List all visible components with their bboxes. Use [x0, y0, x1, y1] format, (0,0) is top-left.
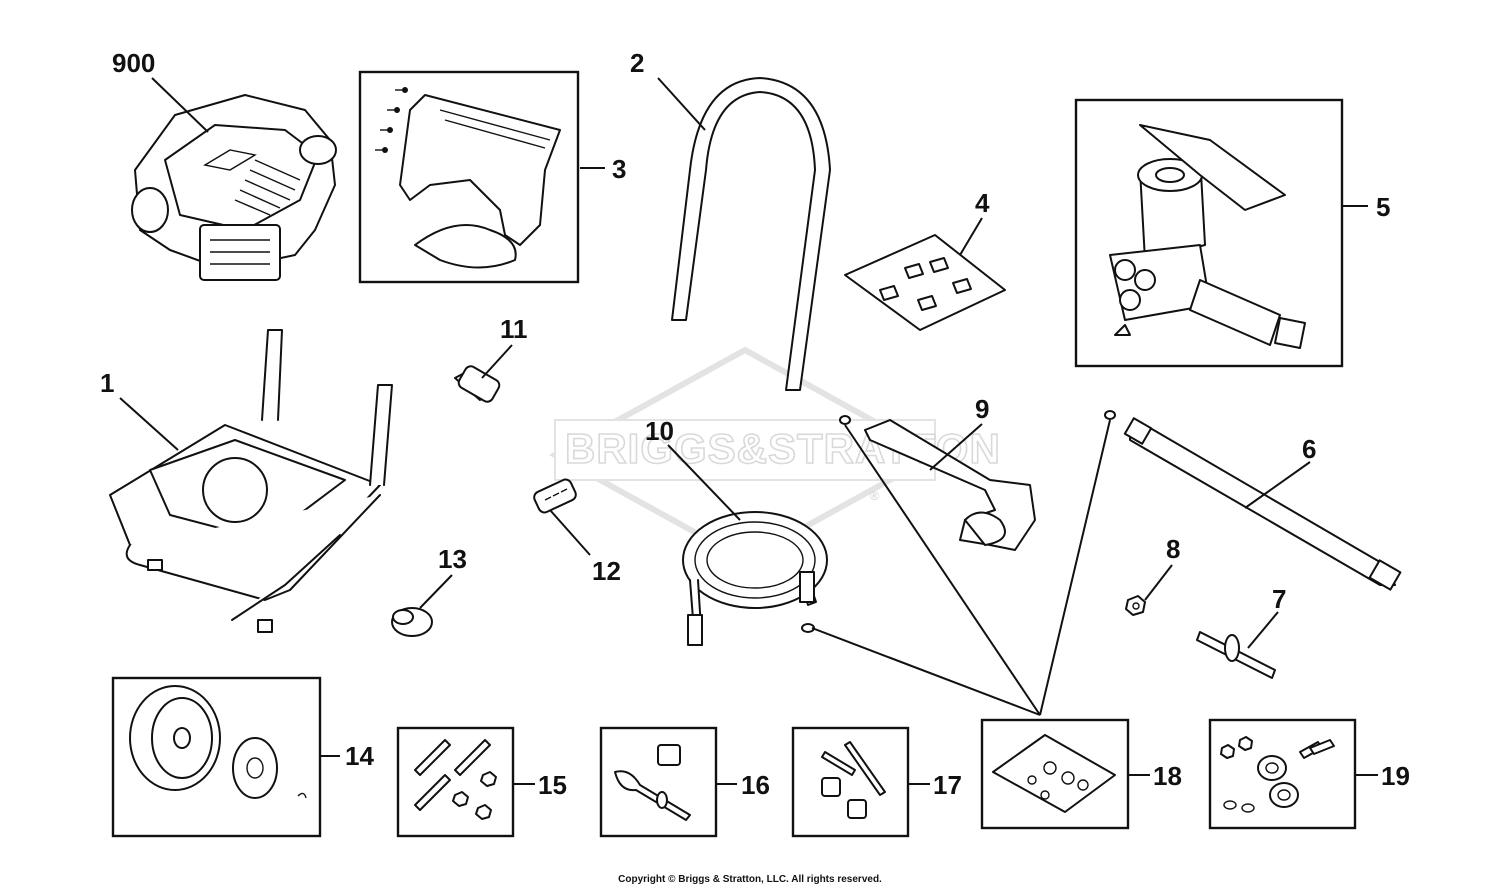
callout-9: 9	[975, 394, 989, 424]
part-15-bolts	[414, 739, 497, 820]
part-3-box	[358, 70, 580, 284]
part-17-box	[791, 726, 910, 838]
part-9-gun	[839, 415, 1036, 551]
part-19-bearings	[1220, 736, 1335, 813]
part-14-box	[111, 676, 322, 838]
copyright-text: Copyright © Briggs & Stratton, LLC. All …	[618, 874, 882, 885]
part-18-kit	[992, 734, 1116, 813]
callout-10: 10	[645, 416, 674, 446]
callout-900: 900	[112, 48, 155, 78]
part-6-lance	[1104, 410, 1402, 591]
part-1-frame	[109, 329, 393, 633]
part-4-nozzles	[844, 234, 1006, 331]
part-5-pump	[1109, 124, 1306, 349]
part-900-engine	[131, 94, 337, 281]
part-17-hardware	[821, 741, 886, 819]
leader-lines	[119, 77, 1378, 785]
callout-7: 7	[1272, 584, 1286, 614]
part-19-box	[1208, 718, 1357, 830]
callout-8: 8	[1166, 534, 1180, 564]
callout-11: 11	[500, 314, 528, 344]
callout-1: 1	[100, 368, 114, 398]
part-12-fitting	[533, 478, 577, 514]
callout-13: 13	[438, 544, 467, 574]
callout-2: 2	[630, 48, 644, 78]
part-3-bracket	[375, 87, 561, 269]
part-2-handle	[671, 77, 831, 391]
part-11-fitting	[454, 365, 501, 403]
callout-12: 12	[592, 556, 621, 586]
part-16-pin	[614, 744, 691, 821]
part-15-box	[396, 726, 515, 838]
callout-15: 15	[538, 770, 567, 800]
watermark-mark: ®	[870, 489, 879, 503]
part-16-box	[599, 726, 718, 838]
callout-16: 16	[741, 770, 770, 800]
part-8-nut	[1125, 595, 1146, 616]
part-14-wheel	[129, 685, 307, 799]
part-18-box	[980, 718, 1130, 830]
part-7-axle	[1196, 631, 1276, 679]
callout-3: 3	[612, 154, 626, 184]
part-13-plug	[391, 607, 433, 637]
callouts: 900 2 3 4 5 1 11 9 10 6 8 13 12 7 14 15 …	[100, 48, 1410, 800]
part-10-hose	[682, 511, 828, 646]
callout-19: 19	[1381, 761, 1410, 791]
callout-6: 6	[1302, 434, 1316, 464]
callout-14: 14	[345, 741, 374, 771]
part-5-box	[1074, 98, 1344, 368]
callout-5: 5	[1376, 192, 1390, 222]
callout-4: 4	[975, 188, 990, 218]
callout-18: 18	[1153, 761, 1182, 791]
callout-17: 17	[933, 770, 962, 800]
